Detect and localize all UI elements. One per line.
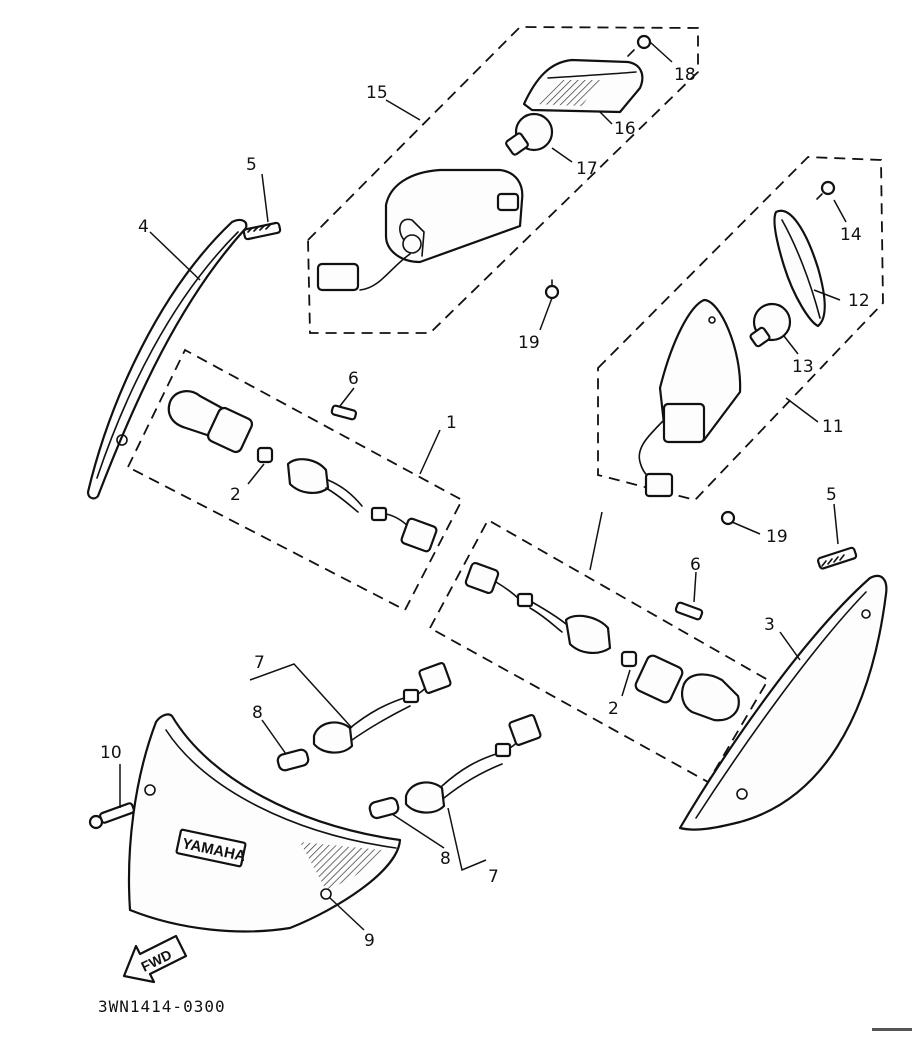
screw-icon — [627, 34, 652, 57]
callout-13: 13 — [792, 357, 814, 377]
callout-4: 4 — [138, 217, 149, 237]
callout-9: 9 — [364, 931, 375, 951]
bulb-icon — [749, 302, 792, 348]
callout-7-lower: 7 — [488, 867, 499, 887]
side-cover-strip-left — [86, 218, 248, 500]
screw-icon — [720, 510, 736, 526]
group-box-tail-light-left — [126, 348, 464, 612]
wire-socket-lower — [404, 714, 542, 814]
callout-8-upper: 8 — [252, 703, 263, 723]
leader-lines — [119, 41, 847, 931]
flasher-lens-right — [773, 209, 826, 328]
callout-numbers: 15 16 17 18 19 5 4 14 12 13 11 19 5 3 6 … — [100, 65, 870, 951]
side-cover-right — [678, 574, 888, 831]
callout-11: 11 — [822, 417, 844, 437]
screw-icon — [88, 802, 135, 830]
callout-19-top: 19 — [518, 333, 540, 353]
callout-18: 18 — [674, 65, 696, 85]
screw-icon — [817, 546, 858, 570]
screw-icon — [242, 221, 282, 241]
tail-light-socket-right — [464, 561, 740, 722]
group-box-front-flasher-left — [307, 26, 699, 334]
callout-19-right: 19 — [766, 527, 788, 547]
callout-8-lower: 8 — [440, 849, 451, 869]
flasher-housing-right — [638, 298, 742, 498]
screw-icon — [330, 404, 358, 421]
callout-2-right: 2 — [608, 699, 619, 719]
corner-mark — [872, 1028, 912, 1031]
callout-2-left: 2 — [230, 485, 241, 505]
callout-7-upper: 7 — [254, 653, 265, 673]
callout-5-top: 5 — [246, 155, 257, 175]
bulb-icon — [368, 796, 400, 820]
callout-15: 15 — [366, 83, 388, 103]
callout-6-left: 6 — [348, 369, 359, 389]
callout-17: 17 — [576, 159, 598, 179]
tail-light-socket-left — [167, 390, 438, 553]
callout-5-right: 5 — [826, 485, 837, 505]
diagram-code: 3WN1414-0300 — [98, 997, 226, 1016]
flasher-housing-left — [316, 168, 524, 292]
callout-12: 12 — [848, 291, 870, 311]
callout-16: 16 — [614, 119, 636, 139]
callout-1: 1 — [446, 413, 457, 433]
bulb-icon — [276, 748, 310, 772]
bulb-icon — [505, 112, 554, 156]
wire-socket-upper — [312, 662, 452, 754]
screw-icon — [816, 180, 836, 200]
rear-cover: YAMAHA — [127, 713, 402, 933]
fwd-arrow-icon: FWD — [122, 934, 188, 984]
callout-6-right: 6 — [690, 555, 701, 575]
yamaha-badge — [175, 828, 247, 868]
flasher-lens-left — [522, 58, 644, 114]
screw-icon — [544, 279, 560, 300]
callout-3: 3 — [764, 615, 775, 635]
callout-10: 10 — [100, 743, 122, 763]
group-box-tail-light-right — [428, 518, 770, 784]
screw-icon — [674, 601, 704, 621]
group-box-front-flasher-right — [597, 156, 884, 502]
callout-14: 14 — [840, 225, 862, 245]
